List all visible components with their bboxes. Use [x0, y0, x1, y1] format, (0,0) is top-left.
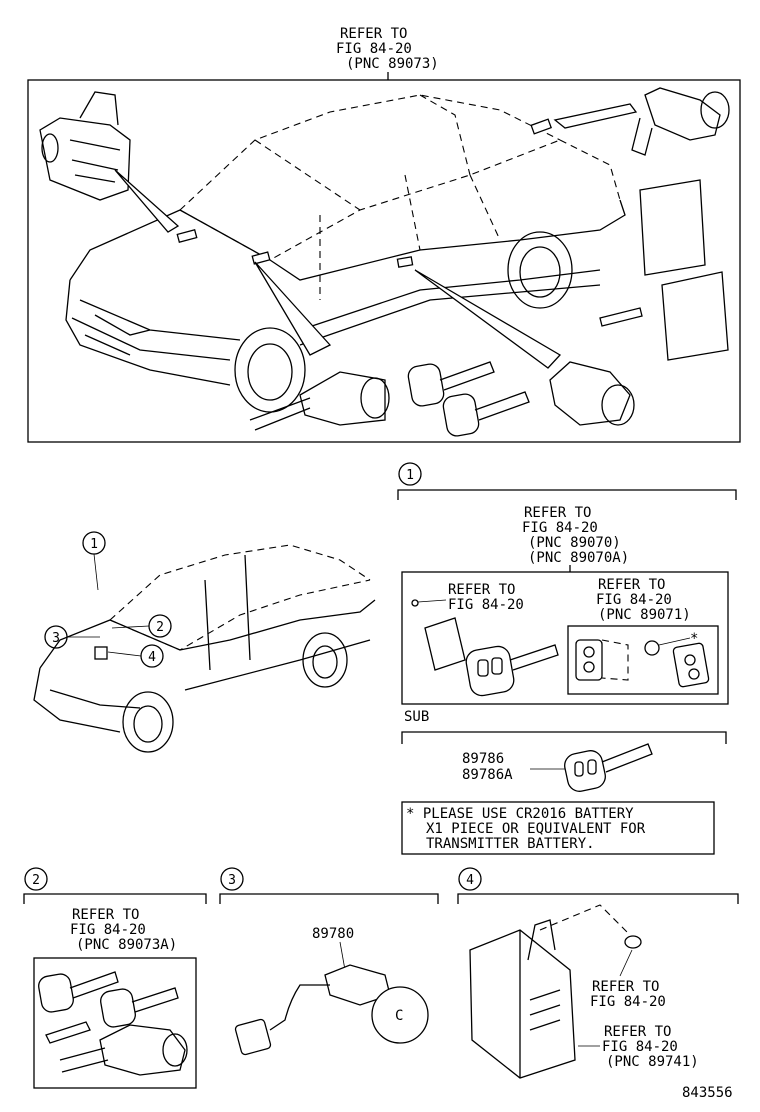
sub-key-illustration: [564, 743, 653, 792]
transponder-coil-illustration: C: [234, 964, 429, 1056]
section-4-number: 4: [466, 873, 474, 888]
small-car-callout-2: 2: [156, 620, 164, 635]
small-car-callout-1: 1: [90, 537, 98, 552]
section-2-keys-illustration: [38, 971, 188, 1076]
sec1-refer-b-line-2: FIG 84-20: [448, 597, 524, 613]
transmitter-case-illustration: *: [575, 631, 710, 688]
battery-note-line-3: TRANSMITTER BATTERY.: [426, 836, 595, 852]
sec1-refer-a-line-1: REFER TO: [524, 505, 591, 521]
section-4-callout: [458, 867, 482, 891]
sec2-refer-line-3: (PNC 89073A): [76, 937, 177, 953]
section-1-callout: [398, 462, 422, 486]
sub-label: SUB: [404, 709, 429, 725]
section-3-bracket: [219, 893, 439, 904]
sub-bracket: [401, 731, 727, 744]
section-1-number: 1: [406, 468, 414, 483]
section-1-refer-c: REFER TO FIG 84-20 (PNC 89071): [596, 577, 691, 623]
section-1-refer-b: REFER TO FIG 84-20: [411, 582, 524, 613]
sec4-refer-b-line-1: REFER TO: [604, 1024, 671, 1040]
door-lock-cylinder-top-right: [553, 87, 730, 156]
sec4-refer-b-line-2: FIG 84-20: [602, 1039, 678, 1055]
sub-part-89786: 89786: [462, 751, 504, 767]
battery-asterisk: *: [690, 631, 698, 647]
small-car-illustration: [33, 544, 376, 753]
sec1-refer-a-line-2: FIG 84-20: [522, 520, 598, 536]
sec2-refer-line-2: FIG 84-20: [70, 922, 146, 938]
sec1-refer-a-line-3: (PNC 89070): [528, 535, 621, 551]
keys-and-cylinders-top: [249, 261, 635, 437]
top-refer-note: REFER TO FIG 84-20 (PNC 89073): [336, 26, 439, 80]
small-car-callout-4: 4: [148, 650, 156, 665]
immobilizer-ecu-illustration: [469, 904, 642, 1079]
sec3-part-number: 89780: [312, 926, 354, 942]
section-2-frame: [33, 957, 197, 1089]
battery-icon: [644, 640, 660, 656]
main-car-illustration: [65, 94, 626, 413]
battery-note-line-2: X1 PIECE OR EQUIVALENT FOR: [426, 821, 646, 837]
section-1-refer-a: REFER TO FIG 84-20 (PNC 89070) (PNC 8907…: [522, 505, 629, 572]
transmitter-key-illustration: [424, 617, 559, 697]
small-car-callouts: 1 2 3 4: [44, 531, 172, 668]
ignition-lock-assembly-top-left: [39, 91, 180, 233]
battery-note-box: [401, 801, 715, 855]
section-4-bracket: [457, 893, 739, 904]
coil-letter: C: [395, 1008, 403, 1024]
section-3-number: 3: [228, 873, 236, 888]
transmitter-key-box: [401, 571, 729, 705]
sec2-refer-line-1: REFER TO: [72, 907, 139, 923]
top-panel-frame: [27, 79, 741, 443]
top-refer-line-2: FIG 84-20: [336, 41, 412, 57]
section-1-bracket: [397, 489, 737, 500]
sec1-refer-a-line-4: (PNC 89070A): [528, 550, 629, 566]
top-refer-line-1: REFER TO: [340, 26, 407, 42]
small-car-callout-3: 3: [52, 631, 60, 646]
door-gaskets: [599, 179, 729, 361]
transmitter-case-box: [567, 625, 719, 695]
sec4-refer-a-line-1: REFER TO: [592, 979, 659, 995]
sec1-refer-b-line-1: REFER TO: [448, 582, 515, 598]
section-2-bracket: [23, 893, 207, 904]
top-refer-line-3: (PNC 89073): [346, 56, 439, 72]
section-3-callout: [220, 867, 244, 891]
battery-note-line-1: * PLEASE USE CR2016 BATTERY: [406, 806, 634, 822]
figure-code: 843556: [682, 1085, 733, 1101]
sub-part-89786a: 89786A: [462, 767, 513, 783]
sec1-refer-c-line-3: (PNC 89071): [598, 607, 691, 623]
sec4-refer-a-line-2: FIG 84-20: [590, 994, 666, 1010]
sec1-refer-c-line-2: FIG 84-20: [596, 592, 672, 608]
sec4-refer-b-line-3: (PNC 89741): [606, 1054, 699, 1070]
section-2-number: 2: [32, 873, 40, 888]
section-2-callout: [24, 867, 48, 891]
sec1-refer-c-line-1: REFER TO: [598, 577, 665, 593]
